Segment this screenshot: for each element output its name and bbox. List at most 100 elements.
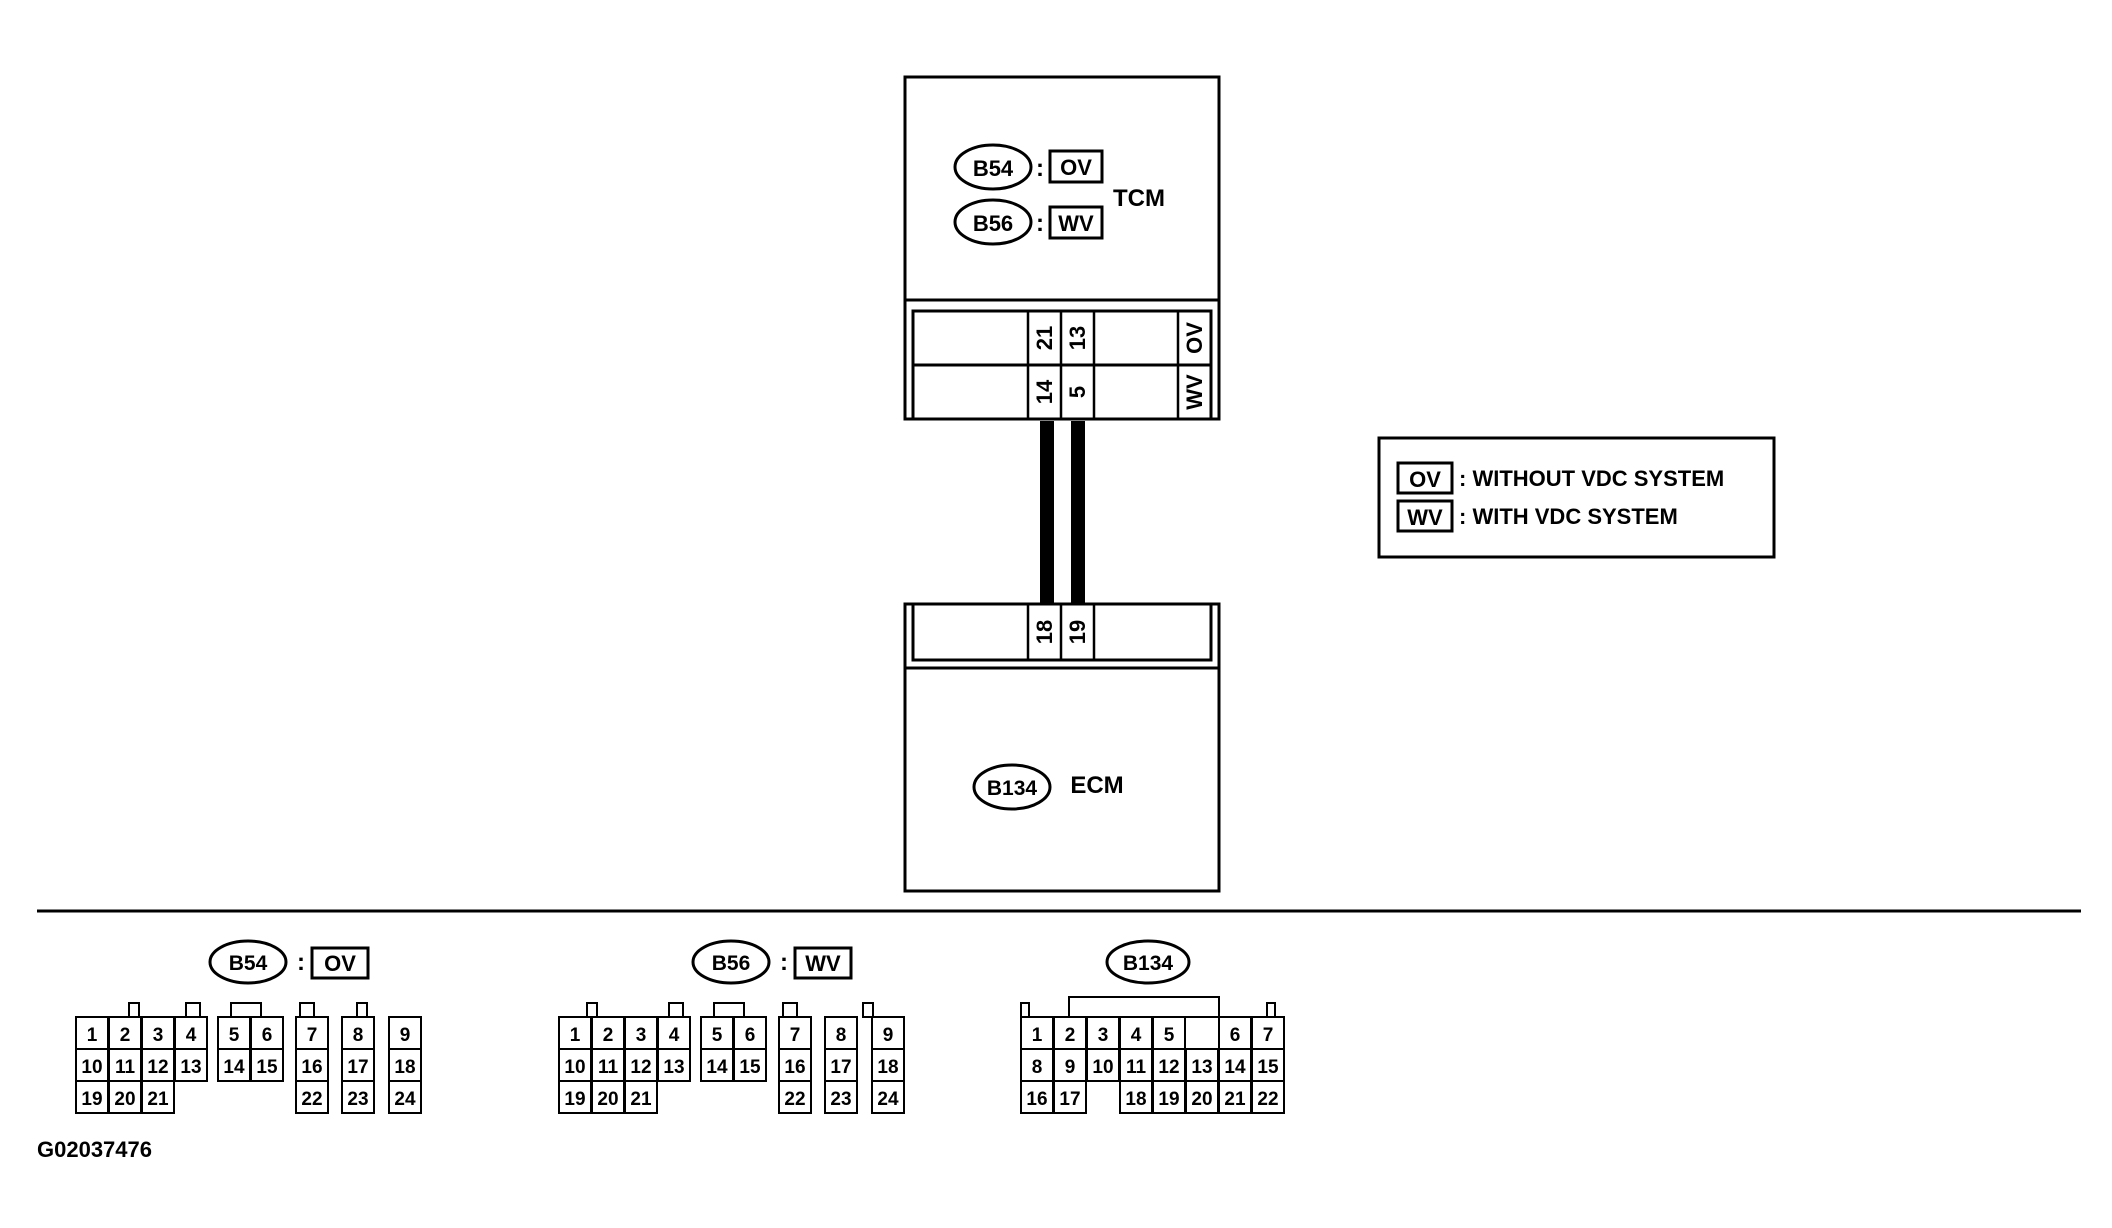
- pin-number: 6: [745, 1025, 756, 1046]
- pin-number: 20: [114, 1089, 135, 1110]
- legend-tag-wv: WV: [1407, 505, 1443, 530]
- pin-number: 11: [598, 1057, 619, 1078]
- pin-number: 16: [301, 1057, 322, 1078]
- pin-number: 2: [120, 1025, 131, 1046]
- svg-text::: :: [1036, 210, 1044, 237]
- pin-number: 12: [1158, 1057, 1179, 1078]
- pin-number: 3: [636, 1025, 647, 1046]
- harness-wires: [1040, 421, 1085, 604]
- pin-number: 14: [1224, 1057, 1246, 1078]
- pin-number: 20: [1191, 1089, 1212, 1110]
- pin-number: 19: [564, 1089, 585, 1110]
- figure-code: G02037476: [37, 1137, 152, 1162]
- connector-latch: [1020, 1002, 1030, 1018]
- pin-number: 23: [830, 1089, 851, 1110]
- tcm-connector-b54-id: B54: [973, 156, 1014, 181]
- pin-number: 22: [784, 1089, 805, 1110]
- pin-cell: [295, 1080, 329, 1114]
- ecm-label: ECM: [1070, 772, 1123, 799]
- tcm-terminal-block: 21 13 OV 14 5 WV: [911, 309, 1213, 421]
- ecm-connector-id: B134: [987, 777, 1038, 800]
- pin-number: 21: [1224, 1089, 1246, 1110]
- pin-number: 18: [1125, 1089, 1146, 1110]
- ecm-module: 18 19 B134 ECM: [903, 602, 1221, 893]
- pin-number: 8: [1032, 1057, 1043, 1078]
- svg-text::: :: [780, 949, 788, 976]
- pin-number: 1: [1032, 1025, 1043, 1046]
- pin-number: 15: [1257, 1057, 1279, 1078]
- wire-pin-5-to-19: [1071, 421, 1085, 604]
- pin-number: 18: [877, 1057, 898, 1078]
- pin-number: 7: [1263, 1025, 1274, 1046]
- tcm-pin-21: 21: [1032, 326, 1057, 350]
- pin-cell: [174, 1048, 208, 1082]
- pin-number: 19: [1158, 1089, 1179, 1110]
- pin-number: 16: [784, 1057, 805, 1078]
- pin-number: 20: [597, 1089, 618, 1110]
- pin-number: 1: [570, 1025, 581, 1046]
- pin-number: 9: [1065, 1057, 1076, 1078]
- svg-text::: :: [1036, 155, 1044, 182]
- connector-latch: [713, 1002, 745, 1018]
- pin-number: 22: [1257, 1089, 1278, 1110]
- pin-number: 6: [262, 1025, 273, 1046]
- pin-number: 9: [400, 1025, 411, 1046]
- tcm-pin-13: 13: [1065, 326, 1090, 350]
- pin-number: 6: [1230, 1025, 1241, 1046]
- pin-number: 16: [1026, 1089, 1047, 1110]
- connector-latch: [668, 1002, 684, 1018]
- wire-pin-14-to-18: [1040, 421, 1054, 604]
- pin-number: 5: [712, 1025, 723, 1046]
- pin-number: 4: [186, 1025, 197, 1046]
- pin-number: 22: [301, 1089, 322, 1110]
- tcm-module: B54 : OV B56 : WV TCM 21 13 OV 14 5 W: [903, 75, 1221, 421]
- pin-number: 4: [669, 1025, 680, 1046]
- pin-number: 17: [830, 1057, 851, 1078]
- pin-number: 14: [706, 1057, 728, 1078]
- connector-view-b56-tag: WV: [805, 951, 841, 976]
- tcm-row-tag-ov: OV: [1182, 322, 1207, 354]
- pin-cell: [624, 1080, 658, 1114]
- pin-number: 24: [394, 1089, 416, 1110]
- pin-number: 1: [87, 1025, 98, 1046]
- pin-number: 12: [630, 1057, 651, 1078]
- pin-number: 13: [1191, 1057, 1212, 1078]
- pin-number: 5: [229, 1025, 240, 1046]
- pin-number: 15: [739, 1057, 761, 1078]
- connector-latch: [185, 1002, 201, 1018]
- legend: OV : WITHOUT VDC SYSTEM WV : WITH VDC SY…: [1377, 436, 1776, 559]
- connector-view-b54-tag: OV: [324, 951, 356, 976]
- tcm-label: TCM: [1113, 185, 1165, 212]
- pin-number: 17: [1059, 1089, 1080, 1110]
- pin-cell: [1053, 1080, 1087, 1114]
- connector-latch: [862, 1002, 874, 1018]
- pin-number: 17: [347, 1057, 368, 1078]
- pin-number: 21: [630, 1089, 652, 1110]
- pin-number: 14: [223, 1057, 245, 1078]
- connector-latch: [782, 1002, 798, 1018]
- pin-number: 7: [790, 1025, 801, 1046]
- pin-number: 21: [147, 1089, 169, 1110]
- pin-cell: [1251, 1080, 1285, 1114]
- tcm-row-tag-wv: WV: [1182, 374, 1207, 410]
- pin-cell: [141, 1080, 175, 1114]
- pin-number: 13: [663, 1057, 684, 1078]
- connector-latch: [299, 1002, 315, 1018]
- pin-number: 9: [883, 1025, 894, 1046]
- pin-number: 18: [394, 1057, 415, 1078]
- svg-text::: :: [297, 949, 305, 976]
- pin-number: 11: [1126, 1057, 1147, 1078]
- connector-latch: [1266, 1002, 1276, 1018]
- tcm-pin-5: 5: [1065, 386, 1090, 398]
- tcm-pin-14: 14: [1032, 379, 1057, 404]
- connector-latch: [1068, 996, 1220, 1018]
- pin-number: 11: [115, 1057, 136, 1078]
- ecm-pin-19: 19: [1065, 620, 1090, 644]
- pin-number: 15: [256, 1057, 278, 1078]
- pin-cell: [778, 1080, 812, 1114]
